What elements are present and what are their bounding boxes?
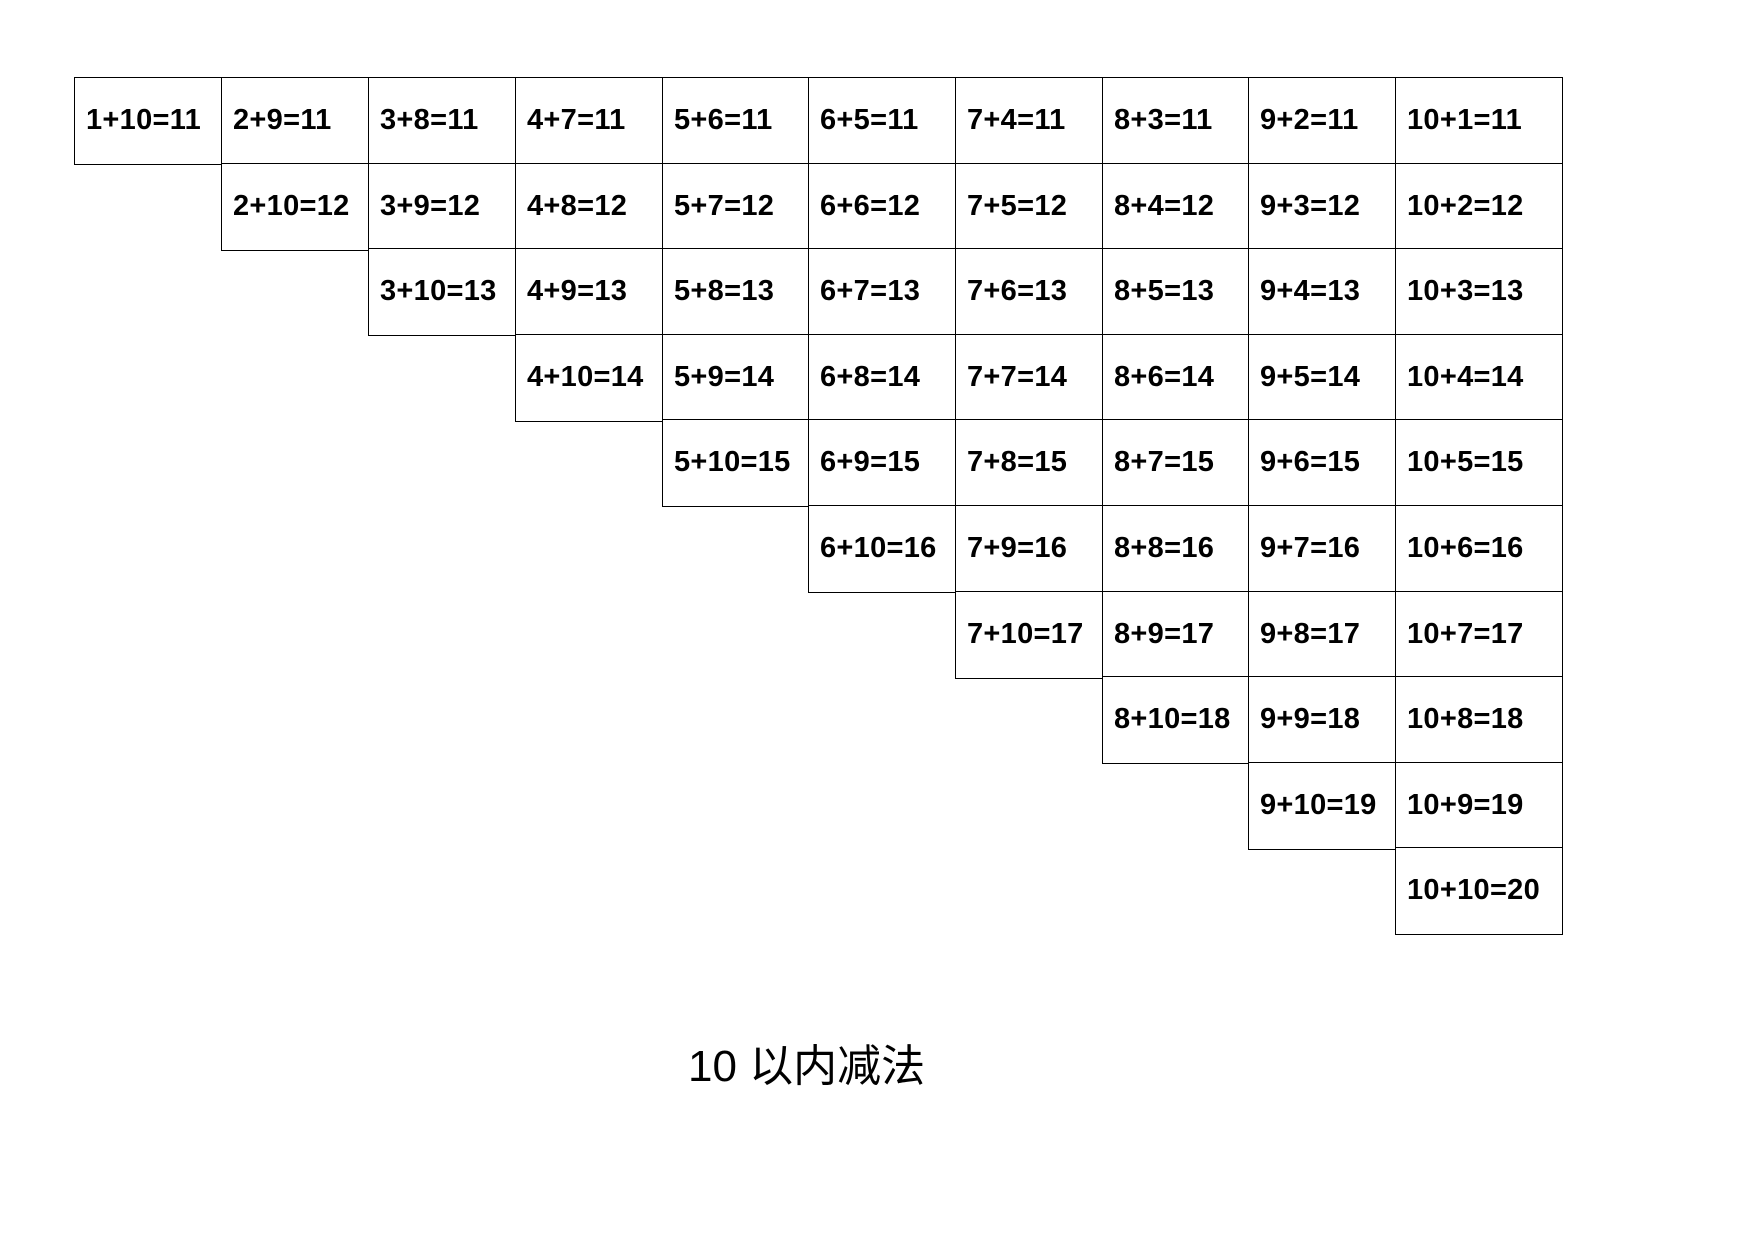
equation-cell: 6+10=16 bbox=[808, 505, 957, 593]
equation-cell: 9+6=15 bbox=[1248, 419, 1397, 507]
section-heading: 10 以内减法 bbox=[688, 1042, 926, 1091]
equation-cell: 3+8=11 bbox=[368, 77, 517, 165]
equation-cell: 8+9=17 bbox=[1102, 591, 1250, 679]
equation-cell: 9+4=13 bbox=[1248, 248, 1397, 336]
equation-cell: 2+10=12 bbox=[221, 163, 370, 251]
equation-cell: 6+8=14 bbox=[808, 334, 957, 422]
equation-cell: 10+5=15 bbox=[1395, 419, 1563, 507]
equation-cell: 10+3=13 bbox=[1395, 248, 1563, 336]
equation-cell: 4+9=13 bbox=[515, 248, 664, 336]
equation-cell: 10+8=18 bbox=[1395, 676, 1563, 764]
equation-cell: 7+4=11 bbox=[955, 77, 1104, 165]
equation-cell: 5+9=14 bbox=[662, 334, 810, 422]
equation-cell: 4+7=11 bbox=[515, 77, 664, 165]
equation-cell: 1+10=11 bbox=[74, 77, 223, 165]
equation-cell: 8+4=12 bbox=[1102, 163, 1250, 251]
equation-cell: 8+5=13 bbox=[1102, 248, 1250, 336]
equation-cell: 3+9=12 bbox=[368, 163, 517, 251]
equation-cell: 9+10=19 bbox=[1248, 762, 1397, 850]
equation-cell: 4+10=14 bbox=[515, 334, 664, 422]
equation-cell: 8+6=14 bbox=[1102, 334, 1250, 422]
equation-cell: 9+3=12 bbox=[1248, 163, 1397, 251]
equation-cell: 10+10=20 bbox=[1395, 847, 1563, 935]
equation-cell: 6+9=15 bbox=[808, 419, 957, 507]
equation-cell: 5+7=12 bbox=[662, 163, 810, 251]
equation-cell: 5+10=15 bbox=[662, 419, 810, 507]
equation-cell: 6+6=12 bbox=[808, 163, 957, 251]
equation-cell: 10+7=17 bbox=[1395, 591, 1563, 679]
equation-cell: 10+6=16 bbox=[1395, 505, 1563, 593]
equation-cell: 8+7=15 bbox=[1102, 419, 1250, 507]
equation-cell: 9+8=17 bbox=[1248, 591, 1397, 679]
equation-cell: 9+5=14 bbox=[1248, 334, 1397, 422]
equation-cell: 7+5=12 bbox=[955, 163, 1104, 251]
equation-cell: 8+3=11 bbox=[1102, 77, 1250, 165]
equation-cell: 7+6=13 bbox=[955, 248, 1104, 336]
equation-cell: 10+4=14 bbox=[1395, 334, 1563, 422]
equation-cell: 5+6=11 bbox=[662, 77, 810, 165]
equation-cell: 8+8=16 bbox=[1102, 505, 1250, 593]
equation-cell: 7+9=16 bbox=[955, 505, 1104, 593]
equation-cell: 10+1=11 bbox=[1395, 77, 1563, 165]
equation-cell: 2+9=11 bbox=[221, 77, 370, 165]
equation-cell: 9+7=16 bbox=[1248, 505, 1397, 593]
equation-cell: 3+10=13 bbox=[368, 248, 517, 336]
equation-cell: 9+9=18 bbox=[1248, 676, 1397, 764]
equation-cell: 6+5=11 bbox=[808, 77, 957, 165]
equation-cell: 9+2=11 bbox=[1248, 77, 1397, 165]
equation-cell: 10+9=19 bbox=[1395, 762, 1563, 850]
equation-cell: 8+10=18 bbox=[1102, 676, 1250, 764]
equation-cell: 7+10=17 bbox=[955, 591, 1104, 679]
equation-cell: 6+7=13 bbox=[808, 248, 957, 336]
equation-cell: 10+2=12 bbox=[1395, 163, 1563, 251]
equation-cell: 4+8=12 bbox=[515, 163, 664, 251]
equation-cell: 7+7=14 bbox=[955, 334, 1104, 422]
equation-cell: 7+8=15 bbox=[955, 419, 1104, 507]
equation-cell: 5+8=13 bbox=[662, 248, 810, 336]
